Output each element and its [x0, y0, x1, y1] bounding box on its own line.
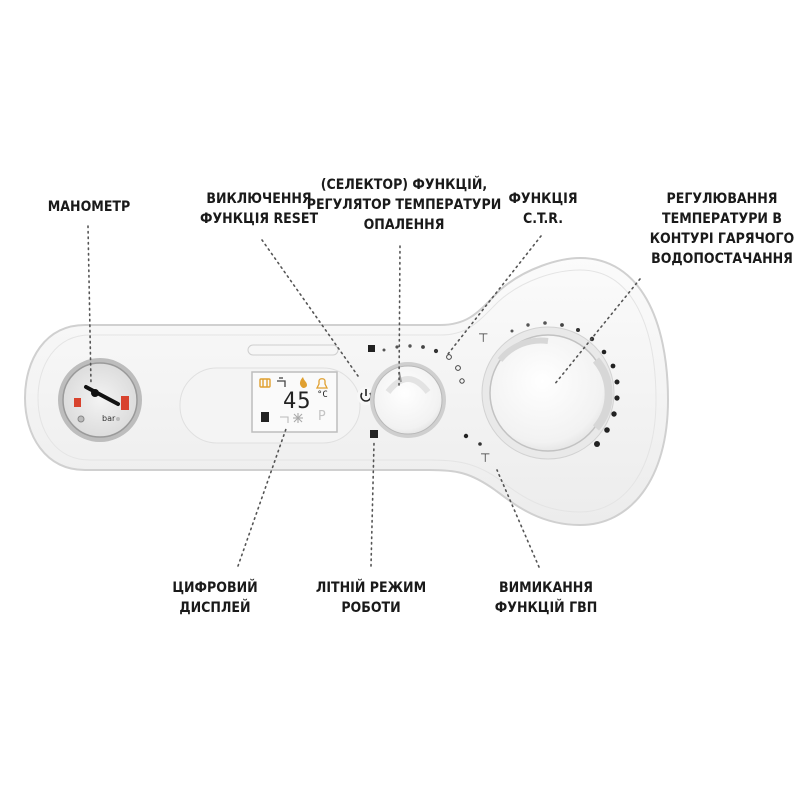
leader-dhw [553, 278, 641, 386]
leader-summer [370, 442, 375, 567]
ctr-symbol-icon: ⊤ [478, 331, 488, 345]
winter-mode-icon [368, 345, 375, 352]
leader-selector [398, 245, 401, 389]
display-unit: °C [317, 390, 328, 400]
display-temperature: 45 [283, 389, 312, 414]
display-letter: P [318, 409, 326, 424]
label-digital-display: ЦИФРОВИЙ ДИСПЛЕЙ [172, 580, 258, 616]
leader-dhw-off [496, 469, 540, 568]
gauge-unit: bar [102, 414, 116, 423]
label-power-reset: ВИКЛЮЧЕННЯ ФУНКЦІЯ RESET [199, 191, 319, 227]
label-dhw-off: ВИМИКАННЯ ФУНКЦІЙ ГВП [494, 580, 598, 616]
panel-slot [247, 344, 339, 356]
dhw-scale: ⊤ [463, 321, 620, 465]
label-summer-mode: ЛІТНІЙ РЕЖИМ РОБОТИ [315, 580, 427, 616]
tap-icon [280, 416, 289, 423]
manometer-gauge [58, 358, 142, 442]
manometer-needle [84, 385, 120, 406]
snowflake-icon [293, 413, 303, 423]
label-manometer: МАНОМЕТР [47, 199, 131, 215]
selector-scale: ⊤ [368, 331, 488, 438]
label-function-selector: (СЕЛЕКТОР) ФУНКЦІЙ, РЕГУЛЯТОР ТЕМПЕРАТУР… [306, 177, 502, 233]
summer-icon [370, 430, 378, 438]
dhw-temperature-knob[interactable] [481, 326, 615, 460]
dhw-off-symbol-icon: ⊤ [480, 451, 490, 465]
flame-icon [299, 377, 307, 388]
label-dhw-regulation: РЕГУЛЮВАННЯ ТЕМПЕРАТУРИ В КОНТУРІ ГАРЯЧО… [649, 191, 795, 267]
tap-icon [277, 377, 286, 387]
radiator-icon [261, 412, 269, 422]
digital-display [251, 371, 338, 433]
leader-power [261, 239, 359, 377]
leader-manometer [87, 225, 92, 385]
panel-inner-edge [37, 269, 657, 513]
radiator-icon [259, 378, 271, 388]
leader-lines [87, 225, 641, 568]
function-selector-knob[interactable] [370, 362, 446, 438]
leader-display [237, 428, 287, 567]
label-ctr: ФУНКЦІЯ C.T.R. [508, 191, 578, 227]
bell-icon [315, 378, 329, 389]
